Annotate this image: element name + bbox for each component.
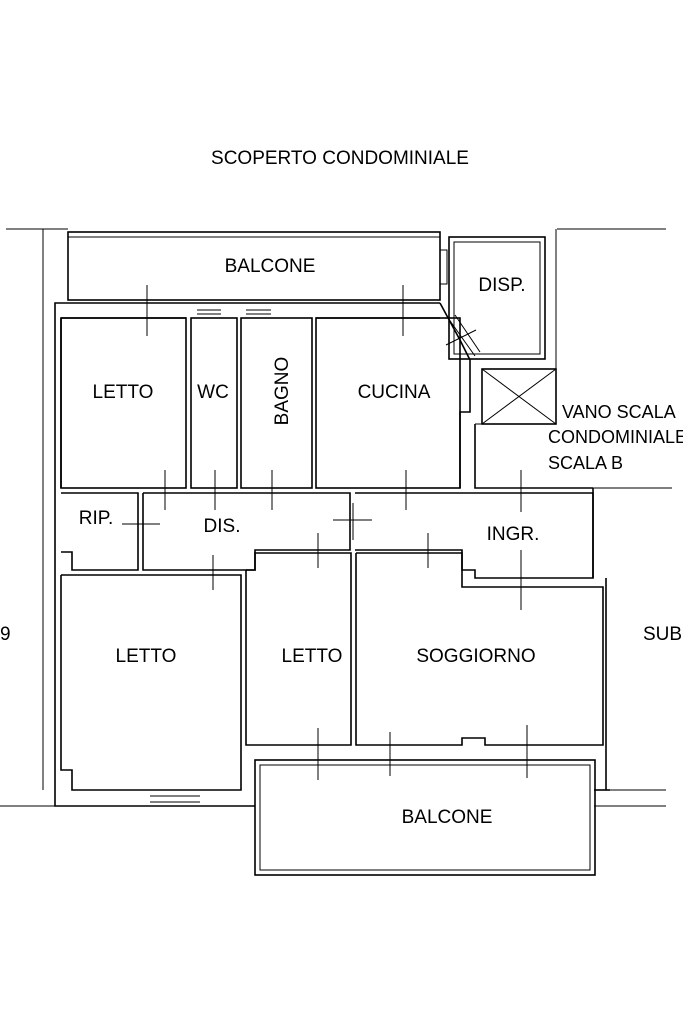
stairwell-outline	[474, 368, 593, 489]
bottom-row-rooms	[60, 552, 604, 803]
balcony-bottom-label: BALCONE	[402, 807, 493, 828]
stairwell-label-line-2: CONDOMINIALE	[548, 427, 683, 447]
closet-label: RIP.	[79, 508, 114, 529]
balcony-bottom-outline	[254, 759, 596, 876]
common-outdoor-label: SCOPERTO CONDOMINIALE	[211, 148, 469, 169]
hallway-label: DIS.	[204, 516, 241, 537]
stairwell-label-line-3: SCALA B	[548, 453, 623, 473]
storage-outline	[445, 236, 546, 360]
storage-label: DISP.	[478, 275, 525, 296]
bedroom-2-label: LETTO	[116, 646, 177, 667]
entrance-label: INGR.	[487, 524, 540, 545]
openings	[122, 285, 528, 780]
right-edge-label: SUB	[643, 624, 682, 645]
bedroom-3-label: LETTO	[282, 646, 343, 667]
stairwell-label-line-1: VANO SCALA	[562, 402, 676, 422]
left-edge-label: 9	[0, 624, 11, 645]
bedroom-1-label: LETTO	[93, 382, 154, 403]
kitchen-label: CUCINA	[358, 382, 431, 403]
wc-label: WC	[197, 382, 229, 403]
living-room-label: SOGGIORNO	[416, 646, 535, 667]
balcony-top-label: BALCONE	[225, 256, 316, 277]
top-row-rooms	[60, 309, 461, 489]
bathroom-label: BAGNO	[272, 357, 293, 426]
balcony-top-outline	[67, 231, 448, 301]
